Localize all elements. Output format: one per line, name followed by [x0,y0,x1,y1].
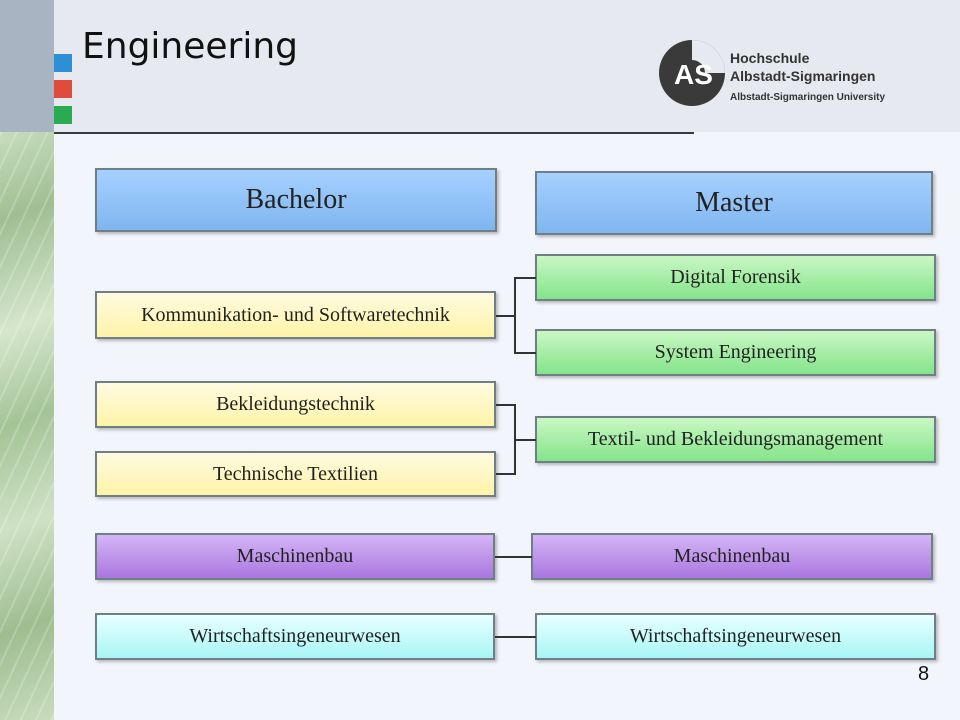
connector-line [495,556,532,558]
connector-line [496,404,515,406]
connector-line [496,473,515,475]
bachelor-program-bekleidung: Bekleidungstechnik [95,381,496,428]
bachelor-program-ks: Kommunikation- und Softwaretechnik [95,291,496,339]
connector-line [514,277,536,279]
master-program-textil-mgmt: Textil- und Bekleidungsmanagement [535,416,936,463]
program-label: System Engineering [654,341,817,363]
red-square-icon [54,80,72,98]
header-band [54,0,960,132]
corner-block [0,0,54,132]
logo-mark: AS [674,59,713,90]
master-program-wirtschaft: Wirtschaftsingeneurwesen [535,613,936,660]
bachelor-program-wirtschaft: Wirtschaftsingeneurwesen [95,613,495,660]
green-square-icon [54,106,72,124]
blue-square-icon [54,54,72,72]
program-label: Kommunikation- und Softwaretechnik [141,303,450,326]
connector-line [514,352,536,354]
page-title: Engineering [82,26,298,67]
program-label: Maschinenbau [236,545,354,567]
page-number: 8 [918,663,930,685]
bachelor-program-textilien: Technische Textilien [95,451,496,497]
university-logo: AS [659,40,725,106]
program-label: Digital Forensik [670,266,801,288]
bachelor-header-label: Bachelor [245,184,347,215]
logo-line-1: Hochschule [730,50,810,66]
program-label: Wirtschaftsingeneurwesen [629,625,842,647]
logo-line-3: Albstadt-Sigmaringen University [730,92,886,103]
connector-line [514,277,516,354]
connector-line [514,439,536,441]
program-label: Wirtschaftsingeneurwesen [189,625,401,647]
program-label: Maschinenbau [673,545,791,567]
bachelor-header: Bachelor [95,168,497,232]
program-label: Technische Textilien [212,462,379,485]
logo-line-2: Albstadt-Sigmaringen [730,68,876,84]
connector-line [496,315,515,317]
program-label: Textil- und Bekleidungsmanagement [587,428,884,450]
bachelor-program-maschinenbau: Maschinenbau [95,533,495,580]
master-program-maschinenbau: Maschinenbau [531,533,933,580]
master-header-label: Master [695,187,773,218]
header-divider [54,132,694,134]
master-program-system-eng: System Engineering [535,329,936,376]
program-label: Bekleidungstechnik [216,393,375,415]
master-header: Master [535,171,933,235]
master-program-forensik: Digital Forensik [535,254,936,301]
connector-line [495,636,536,638]
